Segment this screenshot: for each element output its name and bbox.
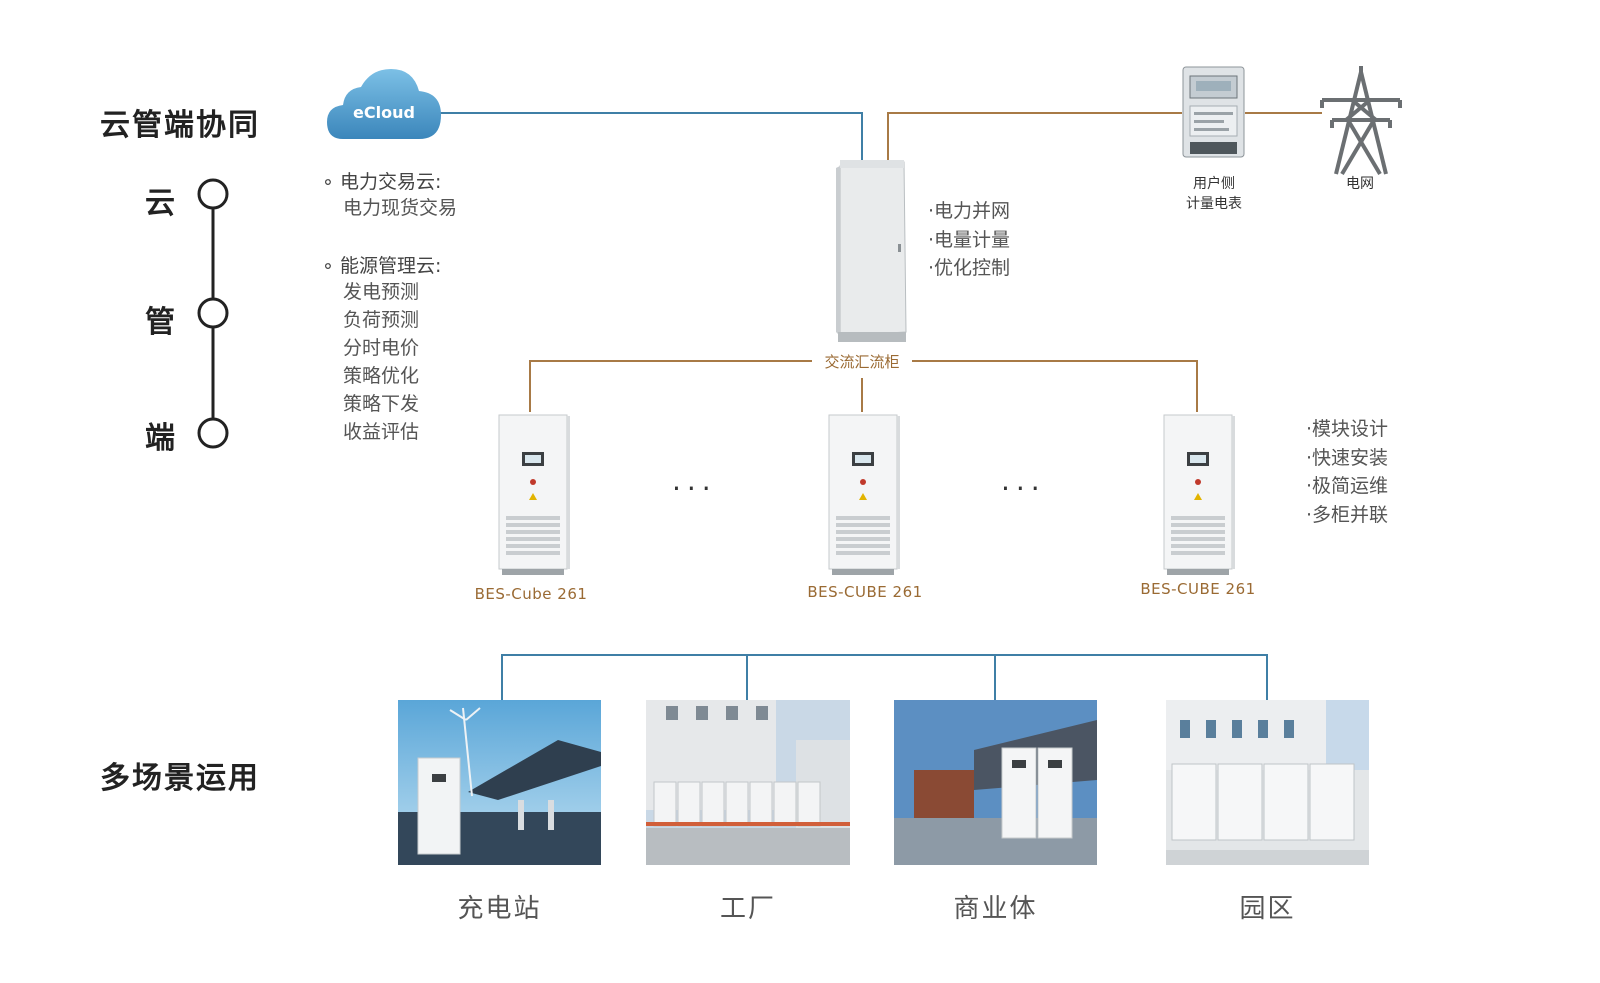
list-item: ·极简运维 (1306, 475, 1389, 497)
cloud-service-group-energy: ∘ 能源管理云: 发电预测 负荷预测 分时电价 策略优化 策略下发 收益评估 (322, 251, 441, 446)
ac-cabinet-features: ·电力并网 ·电量计量 ·优化控制 (928, 197, 1010, 283)
storage-cabinet-image (828, 414, 900, 576)
cloud-service-group-trading: ∘ 电力交易云: 电力现货交易 (322, 167, 457, 222)
tier-node-pipe (197, 297, 229, 329)
heading-cloud-pipe-end: 云管端协同 (100, 108, 260, 143)
cloud-icon: eCloud (325, 65, 443, 143)
scenario-label-factory: 工厂 (719, 894, 776, 924)
group-title: ∘ 电力交易云: (322, 171, 442, 193)
ac-cabinet-image (834, 160, 910, 344)
tier-node-end (197, 417, 229, 449)
storage-features: ·模块设计 ·快速安装 ·极简运维 ·多柜并联 (1306, 415, 1388, 529)
cloud-label: eCloud (353, 103, 415, 122)
storage-label: BES-CUBE 261 (807, 583, 923, 601)
list-item: 策略优化 (343, 365, 420, 387)
bullet-dot-icon: ∘ (322, 171, 340, 193)
power-tower-icon (1318, 64, 1404, 176)
list-item: ·模块设计 (1306, 418, 1389, 440)
list-item: ·电量计量 (928, 228, 1011, 251)
list-item: ·电力并网 (928, 200, 1011, 222)
meter-label: 用户侧 计量电表 (1186, 176, 1242, 212)
tier-node-cloud (197, 178, 229, 210)
meter-link-line (887, 112, 1182, 170)
grid-label: 电网 (1346, 176, 1374, 192)
storage-cabinet-image (1163, 414, 1235, 576)
storage-cabinet-image (498, 414, 570, 576)
ellipsis: ··· (672, 472, 717, 505)
ac-cabinet-label: 交流汇流柜 (812, 351, 912, 372)
tier-label-cloud: 云 (145, 186, 175, 221)
list-item: ·多柜并联 (1306, 503, 1389, 526)
bullet-dot-icon: ∘ (322, 255, 340, 277)
list-item: ·快速安装 (1306, 446, 1389, 469)
list-item: 负荷预测 (343, 309, 420, 331)
list-item: 电力现货交易 (343, 197, 458, 219)
scenario-label-charging-station: 充电站 (457, 894, 542, 924)
heading-multi-scenario: 多场景运用 (100, 761, 260, 796)
list-item: 收益评估 (343, 421, 420, 443)
scenario-image-commercial (894, 700, 1097, 865)
storage-label: BES-Cube 261 (474, 585, 588, 603)
list-item: 分时电价 (343, 337, 420, 359)
storage-label: BES-CUBE 261 (1140, 580, 1256, 598)
bus-right-line (912, 360, 1198, 412)
cloud-link-line (440, 112, 863, 165)
scenario-label-commercial: 商业体 (953, 894, 1038, 924)
scenario-image-charging-station (398, 700, 601, 865)
tier-label-end: 端 (145, 421, 175, 456)
scenario-image-factory (646, 700, 850, 865)
meter-icon (1182, 66, 1245, 158)
group-title: ∘ 能源管理云: (322, 255, 442, 277)
ellipsis: ··· (1001, 472, 1046, 505)
list-item: 策略下发 (343, 393, 420, 415)
scenario-image-industrial-park (1166, 700, 1369, 865)
scenario-label-industrial-park: 园区 (1239, 894, 1296, 924)
list-item: ·优化控制 (928, 257, 1011, 279)
tier-label-pipe: 管 (145, 305, 175, 340)
list-item: 发电预测 (343, 281, 420, 303)
bus-left-line (529, 360, 812, 412)
scenario-bus-line (501, 654, 1268, 700)
